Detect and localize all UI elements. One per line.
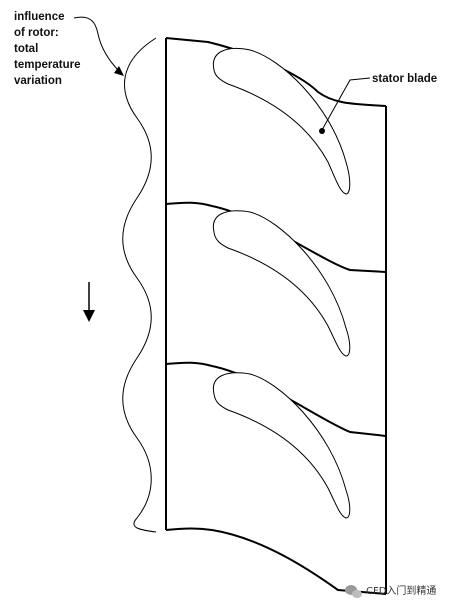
rotor-influence-line-3: total	[14, 43, 38, 55]
watermark: CFD入门到精通	[345, 584, 436, 598]
rotor-influence-line-5: variation	[14, 75, 62, 87]
watermark-text: CFD入门到精通	[366, 584, 436, 597]
rotor-influence-label: influence of rotor: total temperature va…	[14, 11, 80, 87]
stator-blade-pointer-dot	[319, 128, 325, 134]
stator-blade-label: stator blade	[372, 73, 437, 85]
rotor-influence-line-1: influence	[14, 11, 64, 23]
wechat-logo-icon	[345, 585, 362, 598]
rotor-influence-line-4: temperature	[14, 59, 80, 71]
passage-bottom-outline	[165, 527, 387, 595]
stator-blade-1	[212, 47, 351, 195]
stator-blade-3	[212, 372, 351, 519]
stator-blade-leader	[321, 77, 371, 131]
rotor-leader-arrowhead	[114, 66, 124, 76]
temperature-variation-wave	[122, 37, 157, 533]
rotor-influence-line-2: of rotor:	[14, 27, 59, 39]
rotor-influence-leader	[73, 16, 121, 73]
stator-blade-2	[212, 210, 351, 357]
